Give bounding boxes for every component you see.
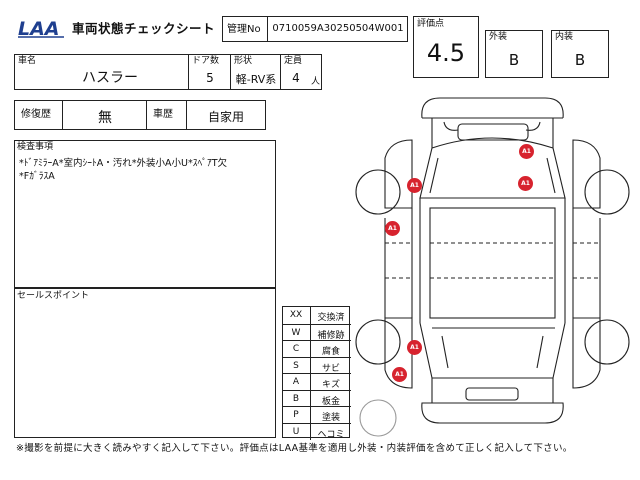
score-label: 評価点 [417,19,445,29]
vehicle-info-row: 車名 ハスラー ドア数 5 形状 軽-RV系 定員 4 人 [14,54,322,90]
management-number-value: 0710059A30250504W001 [272,23,404,34]
capacity-unit: 人 [311,77,321,87]
sales-points-box: セールスポイント [14,288,276,438]
score-box: 評価点 4.5 [413,16,479,78]
interior-grade-box: 内装 B [551,30,609,78]
damage-mark-left-rear-door: A1 [407,340,422,355]
inspection-box: 検査事項 *ﾄﾞｱﾐﾗｰA*室内ｼｰﾄA・汚れ*外装小A小U*ｽﾍﾟｱT欠 *F… [14,140,276,288]
damage-mark-front-left: A1 [407,178,422,193]
doors-value: 5 [206,71,214,85]
vehicle-name-label: 車名 [18,56,37,66]
laa-logo: LAA [18,18,64,40]
damage-mark-rear-left-quarter: A1 [392,367,407,382]
score-value: 4.5 [426,39,466,67]
sheet-title: 車両状態チェックシート [72,21,216,36]
inspection-line-1: *ﾄﾞｱﾐﾗｰA*室内ｼｰﾄA・汚れ*外装小A小U*ｽﾍﾟｱT欠 [19,158,228,169]
sales-points-label: セールスポイント [17,291,90,301]
usage-history-value: 自家用 [207,110,244,124]
exterior-grade-label: 外装 [489,32,508,42]
doors-label: ドア数 [192,56,220,66]
usage-history-label: 車歴 [153,109,173,120]
shape-value: 軽-RV系 [235,73,277,86]
inspection-label: 検査事項 [17,142,54,152]
damage-mark-front-right: A1 [518,176,533,191]
vehicle-name-value: ハスラー [82,70,138,86]
shape-label: 形状 [234,56,253,66]
svg-text:LAA: LAA [18,18,60,40]
history-row: 修復歴 無 車歴 自家用 [14,100,266,130]
capacity-value: 4 [292,71,300,85]
interior-grade-label: 内装 [555,32,574,42]
repair-history-value: 無 [98,110,112,126]
exterior-grade-box: 外装 B [485,30,543,78]
damage-mark-left-front-door: A1 [385,221,400,236]
inspection-line-2: *FｶﾞﾗｽA [19,171,55,182]
management-number-label: 管理No [227,24,261,35]
management-number-box: 管理No 0710059A30250504W001 [222,16,408,42]
exterior-grade-value: B [508,51,520,69]
repair-history-label: 修復歴 [21,109,51,120]
car-damage-diagram [355,97,630,437]
damage-mark-hood: A1 [519,144,534,159]
interior-grade-value: B [574,51,586,69]
capacity-label: 定員 [284,56,303,66]
footer-note: ※撮影を前提に大きく読みやすく記入して下さい。評価点はLAA基準を適用し外装・内… [16,443,573,454]
